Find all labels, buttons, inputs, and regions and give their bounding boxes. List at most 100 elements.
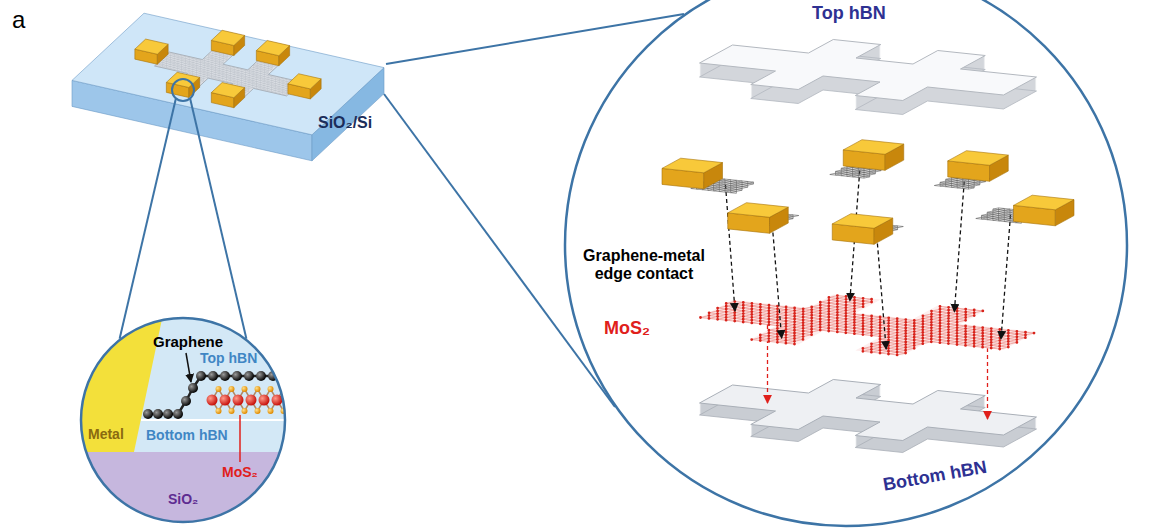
contact-label: Graphene-metal edge contact [574,247,714,284]
zoom-outline [565,0,1127,526]
sulfur-atom [216,408,222,414]
layer-label: Top hBN [812,3,886,24]
device-chip [72,13,384,161]
zoom-ground [565,0,1127,526]
metal-electrode-face [728,203,789,218]
stacking-arrow [876,230,886,350]
gold-pad [166,72,199,97]
gold-pad-face [211,83,244,98]
channel-mesh [155,50,298,99]
metal-electrode [843,140,904,171]
material-label: MoS₂ [604,318,650,339]
molybdenum-atom [233,395,244,406]
metal-electrode [832,214,893,245]
bottom-hbn-slab-top [700,380,1037,441]
gold-pad-face [135,39,168,54]
inset-outline [81,318,285,522]
gold-pad-face [288,74,321,89]
metal-electrode [948,151,1009,182]
molybdenum-atom [272,395,283,406]
label-holder: Top hBN [200,350,257,366]
material-label: Metal [88,426,124,442]
carbon-atom [173,409,183,419]
label-holder: MoS₂ [604,318,650,339]
panel-letter: a [12,6,25,34]
label-holder: Bottom hBN [146,427,228,443]
carbon-atom [256,371,266,381]
metal-electrode-face [948,151,1009,166]
exploded-content [662,40,1074,453]
label-holder: Graphene-metal edge contact [574,247,714,284]
top-hbn-slab-top [700,40,1037,101]
zoom-line [190,98,246,339]
carbon-atom [244,371,254,381]
sulfur-atom [229,408,235,414]
metal-electrode-face [662,158,723,173]
sulfur-atom [229,386,235,392]
substrate-label: SiO₂/Si [318,114,372,132]
material-label: MoS₂ [222,464,258,480]
sio2-layer [60,452,310,528]
stacking-arrow [1001,215,1011,339]
layer-boundary [141,419,300,421]
carbon-atom [163,409,173,419]
label-holder: a [12,6,25,34]
gold-pad [211,30,244,55]
sulfur-atom [255,386,261,392]
bottom-hbn-slab-side [700,381,1037,453]
layer-label: Bottom hBN [146,427,228,443]
gold-pad-face [211,30,244,45]
mos2-lattice [701,296,1035,355]
callout-circle [172,79,194,101]
metal-electrode-face [1014,195,1075,210]
mos2-leader [239,415,241,462]
label-holder: SiO₂/Si [318,114,372,132]
metal-electrode-face [843,140,904,155]
molybdenum-atom [207,395,218,406]
carbon-atom [232,371,242,381]
graphene-bonds [148,376,297,414]
molybdenum-atom [285,395,296,406]
sulfur-atom [242,408,248,414]
metal-electrode [662,158,723,189]
sulfur-atom [268,386,274,392]
sulfur-atom [268,408,274,414]
hbn-layer [60,300,310,452]
carbon-atom [153,409,163,419]
metal-electrode [728,203,789,234]
carbon-atom [280,371,290,381]
carbon-atom [220,371,230,381]
molybdenum-atom [259,395,270,406]
stacking-arrow [954,182,964,312]
sulfur-atom [294,386,300,392]
label-holder: MoS₂ [222,464,258,480]
metal-electrode-face [832,214,893,229]
label-holder: Graphene [153,333,223,350]
carbon-atom [292,371,302,381]
zoom-line [120,98,176,339]
sulfur-atom [242,386,248,392]
sulfur-atom [216,386,222,392]
label-holder: SiO₂ [168,491,198,507]
molybdenum-atom [246,395,257,406]
cross-section-inset [60,300,310,528]
molybdenum-atom [298,395,309,406]
label-holder: Metal [88,426,124,442]
carbon-atom [143,409,153,419]
material-label: Graphene [153,333,223,350]
exploded-view [565,0,1127,526]
molybdenum-atom [220,395,231,406]
inset-content [60,300,310,528]
gold-pad [211,83,244,108]
carbon-atom [196,371,206,381]
gold-pad [135,39,168,64]
top-hbn-slab-side [700,41,1037,115]
layer-label: Top hBN [200,350,257,366]
mos2-sheet [700,295,1037,356]
gold-pad-face [256,41,289,56]
stacking-arrow [772,219,782,339]
metal-electrode [1014,195,1075,226]
mos2-bonds [212,389,303,411]
